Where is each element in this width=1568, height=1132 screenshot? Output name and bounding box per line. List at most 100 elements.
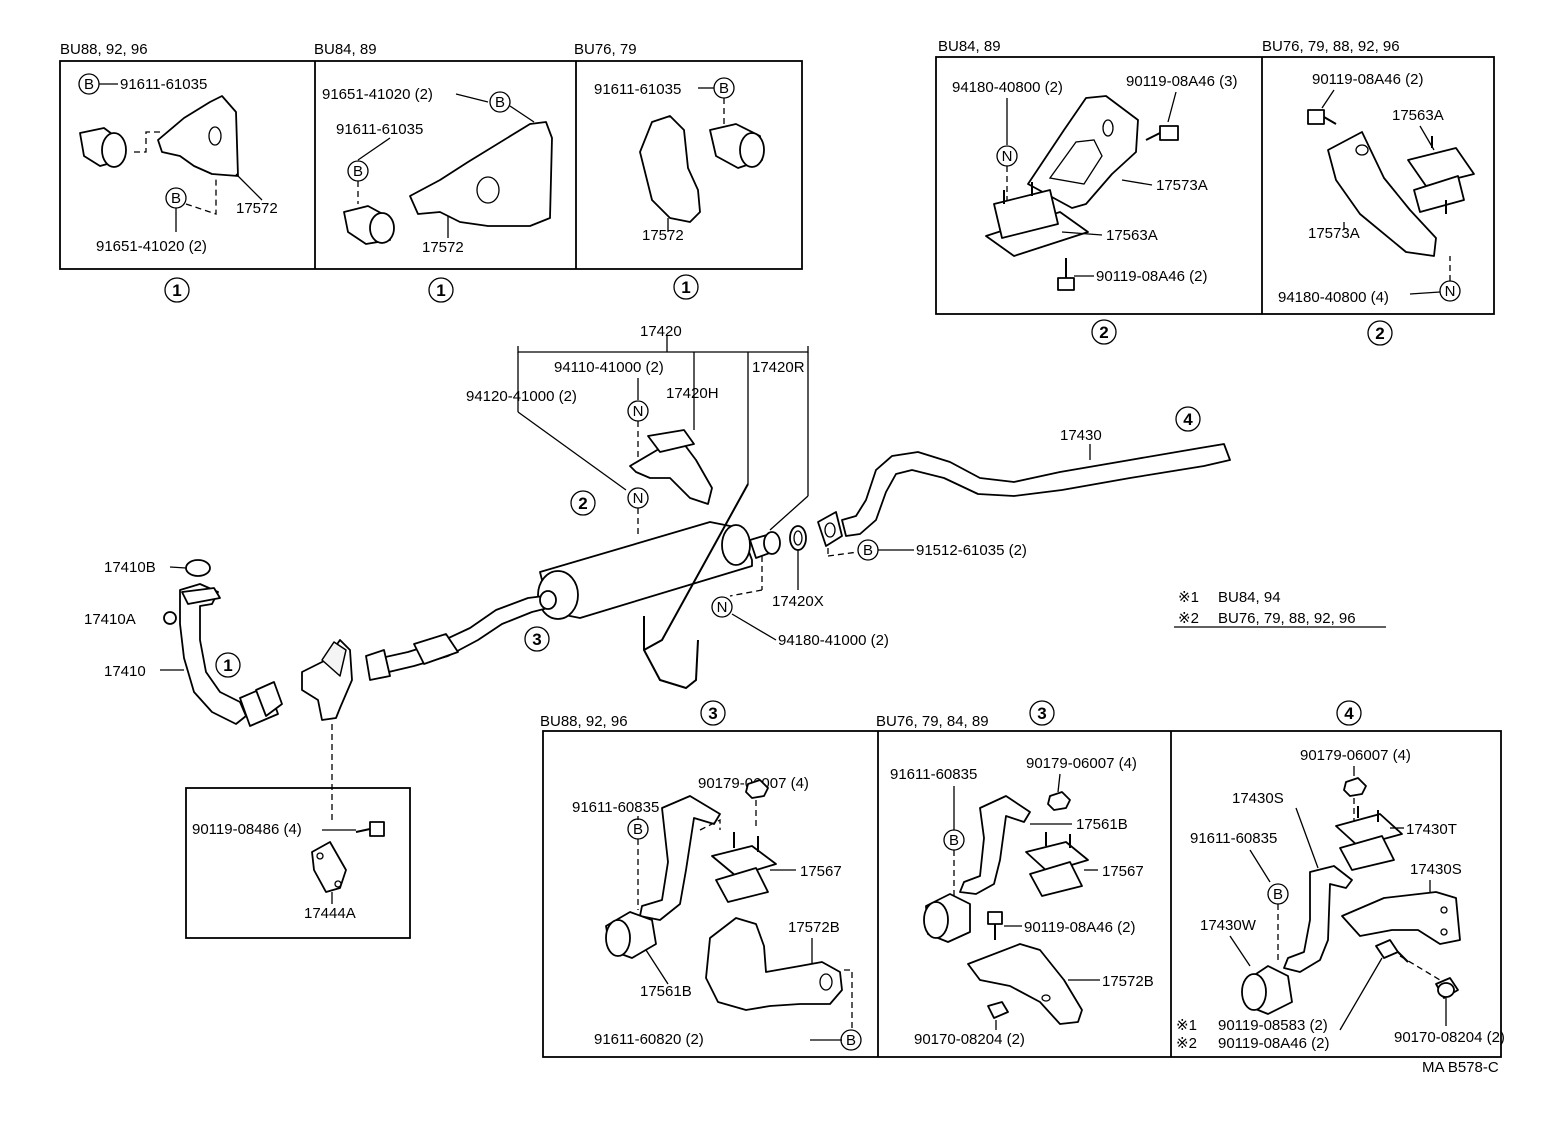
p2b-cushion-label: 17563A bbox=[1392, 107, 1444, 124]
svg-text:1: 1 bbox=[172, 281, 181, 300]
muffler-hanger-17420H bbox=[629, 429, 713, 505]
ring-marker-3: 3 bbox=[700, 700, 726, 726]
nut3-label: 94180-41000 (2) bbox=[778, 632, 889, 649]
svg-text:N: N bbox=[1445, 283, 1456, 300]
svg-text:B: B bbox=[171, 190, 181, 207]
p3b-nut-part bbox=[1047, 791, 1071, 811]
panel2-title-a: BU84, 89 bbox=[938, 38, 1001, 55]
p1b-part-label: 17572 bbox=[422, 239, 464, 256]
p4-note2-mark: ※2 bbox=[1176, 1035, 1197, 1052]
p2b-nut-label: 94180-40800 (4) bbox=[1278, 289, 1389, 306]
p3b-support-label: 17561B bbox=[1076, 816, 1128, 833]
svg-text:4: 4 bbox=[1183, 410, 1193, 429]
svg-text:B: B bbox=[949, 832, 959, 849]
ring-marker-3: 3 bbox=[1029, 700, 1055, 726]
p4-support-17430S bbox=[1283, 865, 1353, 973]
p4-nut2-label: 90170-08204 (2) bbox=[1394, 1029, 1505, 1046]
svg-text:3: 3 bbox=[1037, 704, 1046, 723]
p2a-nut-label: 94180-40800 (2) bbox=[952, 79, 1063, 96]
p4-bolt-label: 91611-60835 bbox=[1190, 830, 1277, 847]
ring-marker-1: 1 bbox=[215, 652, 241, 678]
n-mark-symbol: N bbox=[627, 400, 649, 422]
n-mark-symbol: N bbox=[711, 596, 733, 618]
p3a-bolt-label: 91611-60835 bbox=[572, 799, 659, 816]
p2b-mount-bracket-17573A bbox=[1327, 131, 1437, 257]
p3a-bolt2-label: 91611-60820 (2) bbox=[594, 1031, 704, 1048]
panel3-title-a: BU88, 92, 96 bbox=[540, 713, 628, 730]
front-pipe-17410 bbox=[179, 583, 283, 727]
p3b-bolt2-label: 90119-08A46 (2) bbox=[1024, 919, 1135, 936]
p3b-nut2-label: 90170-08204 (2) bbox=[914, 1031, 1025, 1048]
p2b-bolt-label: 90119-08A46 (2) bbox=[1312, 71, 1423, 88]
main-exhaust-assembly: 17420 94110-41000 (2) 17420R 94120-41000… bbox=[84, 323, 1386, 820]
gasket-17410B bbox=[185, 559, 211, 577]
p4-bolt-part bbox=[1375, 939, 1409, 963]
p3a-nut-part bbox=[745, 779, 769, 799]
gasket-a-label: 17410A bbox=[84, 611, 136, 628]
p4-nut-label: 90179-06007 (4) bbox=[1300, 747, 1411, 764]
p4-bracket-label: 17430S bbox=[1410, 861, 1462, 878]
bracket-r-label: 17420R bbox=[752, 359, 805, 376]
b-mark-symbol: B bbox=[713, 77, 735, 99]
p3b-bracket-label: 17572B bbox=[1102, 973, 1154, 990]
p3a-exhaust-clamp bbox=[605, 911, 657, 959]
svg-text:B: B bbox=[495, 94, 505, 111]
hanger-label: 17420H bbox=[666, 385, 719, 402]
hanger-bracket-17420R bbox=[643, 483, 749, 690]
tail-pipe-17430 bbox=[841, 443, 1231, 537]
egr-component bbox=[301, 639, 353, 721]
egr-gasket-17444A bbox=[311, 841, 347, 893]
svg-text:1: 1 bbox=[223, 656, 232, 675]
svg-text:B: B bbox=[719, 80, 729, 97]
p4-note1-bolt: 90119-08583 (2) bbox=[1218, 1017, 1328, 1034]
p4-exhaust-clamp-17430W bbox=[1241, 965, 1293, 1015]
panel3-title-b: BU76, 79, 84, 89 bbox=[876, 713, 989, 730]
panel1-title-a: BU88, 92, 96 bbox=[60, 41, 148, 58]
b-mark-symbol: B bbox=[165, 187, 187, 209]
p4-clamp-label: 17430W bbox=[1200, 917, 1257, 934]
svg-text:3: 3 bbox=[708, 704, 717, 723]
egr-bolt-label: 90119-08486 (4) bbox=[192, 821, 302, 838]
p3b-bolt2-part bbox=[987, 911, 1003, 940]
muffler-17420 bbox=[537, 521, 781, 620]
svg-text:N: N bbox=[717, 599, 728, 616]
p4-note2-bolt: 90119-08A46 (2) bbox=[1218, 1035, 1329, 1052]
gasket-17410A bbox=[163, 611, 177, 625]
svg-text:3: 3 bbox=[532, 630, 541, 649]
nut1-label: 94110-41000 (2) bbox=[554, 359, 664, 376]
n-mark-symbol: N bbox=[1439, 280, 1461, 302]
panel1-frame bbox=[59, 60, 803, 270]
svg-text:B: B bbox=[846, 1032, 856, 1049]
p2a-bracket-label: 17573A bbox=[1156, 177, 1208, 194]
p1c-bolt-label: 91611-61035 bbox=[594, 81, 681, 98]
p3b-support-17561B bbox=[959, 795, 1031, 895]
p1b-bolt-label: 91651-41020 (2) bbox=[322, 86, 433, 103]
p2a-cushion-17563A bbox=[985, 182, 1089, 257]
p1a-bolt-label: 91611-61035 bbox=[120, 76, 207, 93]
p2a-bolt-part bbox=[1145, 125, 1179, 141]
note1-text: BU84, 94 bbox=[1218, 589, 1281, 606]
p1a-exhaust-clamp bbox=[79, 127, 127, 168]
svg-text:B: B bbox=[84, 76, 94, 93]
p4-note1-mark: ※1 bbox=[1176, 1017, 1197, 1034]
egr-part-label: 17444A bbox=[304, 905, 356, 922]
ring-marker-1: 1 bbox=[164, 277, 190, 303]
svg-text:B: B bbox=[863, 542, 873, 559]
svg-text:2: 2 bbox=[578, 494, 587, 513]
p4-bracket-17430S bbox=[1341, 891, 1461, 945]
n-mark-symbol: N bbox=[627, 487, 649, 509]
flange-gasket bbox=[817, 511, 843, 547]
panel1-title-b: BU84, 89 bbox=[314, 41, 377, 58]
p3b-cushion-label: 17567 bbox=[1102, 863, 1144, 880]
n-mark-symbol: N bbox=[996, 145, 1018, 167]
svg-text:1: 1 bbox=[436, 281, 445, 300]
svg-text:N: N bbox=[633, 403, 644, 420]
panel2-frame bbox=[935, 56, 1495, 315]
p4-cushion-17430T bbox=[1335, 806, 1403, 871]
p3a-bracket-label: 17572B bbox=[788, 919, 840, 936]
panel-group-1: BU88, 92, 96 BU84, 89 BU76, 79 B 91611-6… bbox=[59, 41, 803, 303]
b-mark-symbol: B bbox=[840, 1029, 862, 1051]
p2b-bracket-label: 17573A bbox=[1308, 225, 1360, 242]
p2a-bolt-label: 90119-08A46 (3) bbox=[1126, 73, 1237, 90]
